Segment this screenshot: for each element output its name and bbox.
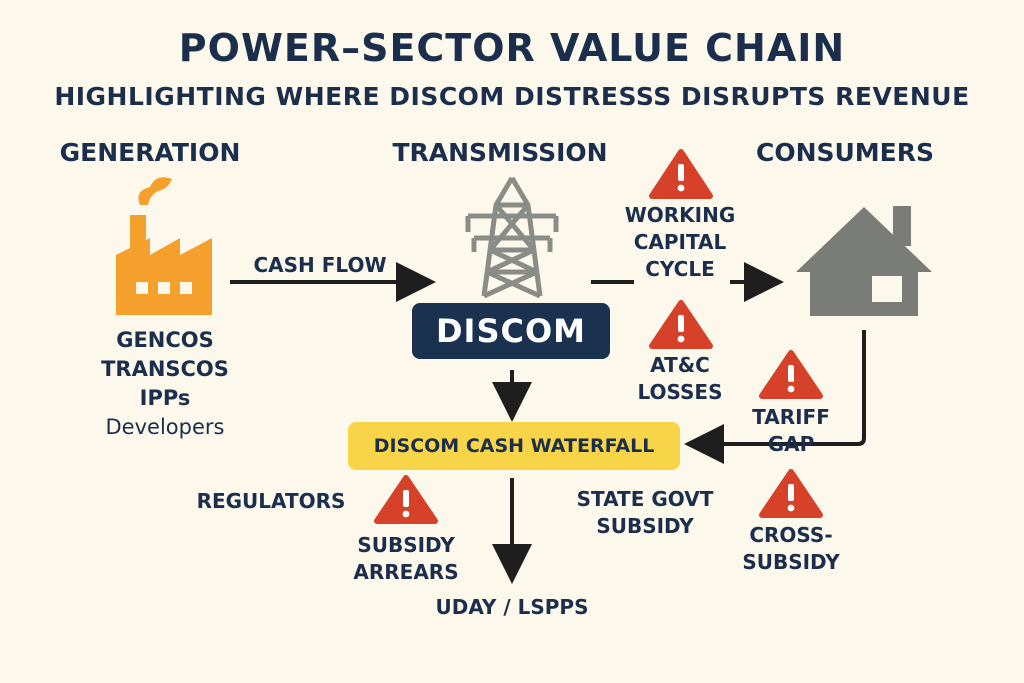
warning-icon [649, 149, 713, 199]
warning-icon [759, 469, 823, 518]
risk-line: AT&C [650, 353, 710, 377]
discom-node: DISCOM [412, 303, 610, 359]
diagram-title: POWER–SECTOR VALUE CHAIN [178, 26, 846, 70]
state-govt-subsidy-label: STATE GOVT SUBSIDY [560, 486, 730, 540]
entity-transcos: TRANSCOS [101, 357, 229, 381]
risk-line: CROSS- [749, 523, 833, 547]
discom-cash-waterfall-node: DISCOM CASH WATERFALL [348, 422, 680, 470]
warning-icon [649, 300, 713, 349]
consumers-to-waterfall-arrow [684, 330, 866, 464]
risk-subsidy-arrears: SUBSIDY ARREARS [346, 532, 466, 586]
diagram-subtitle: HIGHLIGHTING WHERE DISCOM DISTRESSS DISR… [54, 82, 970, 111]
regulators-label: REGULATORS [196, 489, 346, 513]
risk-line: TARIFF [752, 405, 830, 429]
entity-developers: Developers [105, 415, 225, 439]
risk-line: WORKING [624, 203, 736, 227]
risk-cross-subsidy: CROSS- SUBSIDY [731, 522, 851, 576]
risk-line: SUBSIDY [742, 550, 840, 574]
risk-line: LOSSES [637, 380, 723, 404]
section-transmission: TRANSMISSION [392, 138, 608, 167]
generation-entities: GENCOS TRANSCOS IPPs Developers [90, 326, 240, 442]
cash-flow-label: CASH FLOW [253, 253, 387, 277]
uday-lspps-label: UDAY / LSPPS [435, 595, 589, 619]
warning-icon [759, 350, 823, 399]
section-generation: GENERATION [59, 138, 241, 167]
risk-working-capital-cycle: WORKING CAPITAL CYCLE [610, 202, 750, 283]
entity-ipps: IPPs [139, 386, 191, 410]
house-icon [796, 206, 932, 316]
section-consumers: CONSUMERS [755, 138, 935, 167]
risk-tariff-gap: TARIFF GAP [741, 404, 841, 458]
risk-line: CAPITAL [633, 230, 727, 254]
label-line: STATE GOVT [576, 487, 714, 511]
risk-atc-losses: AT&C LOSSES [620, 352, 740, 406]
risk-line: SUBSIDY [357, 533, 455, 557]
risk-line: CYCLE [645, 257, 715, 281]
risk-line: GAP [767, 432, 815, 456]
factory-icon [116, 177, 212, 315]
transmission-tower-icon [465, 176, 559, 299]
entity-gencos: GENCOS [116, 328, 214, 352]
warning-icon [374, 475, 438, 524]
label-line: SUBSIDY [596, 514, 694, 538]
risk-line: ARREARS [353, 560, 459, 584]
